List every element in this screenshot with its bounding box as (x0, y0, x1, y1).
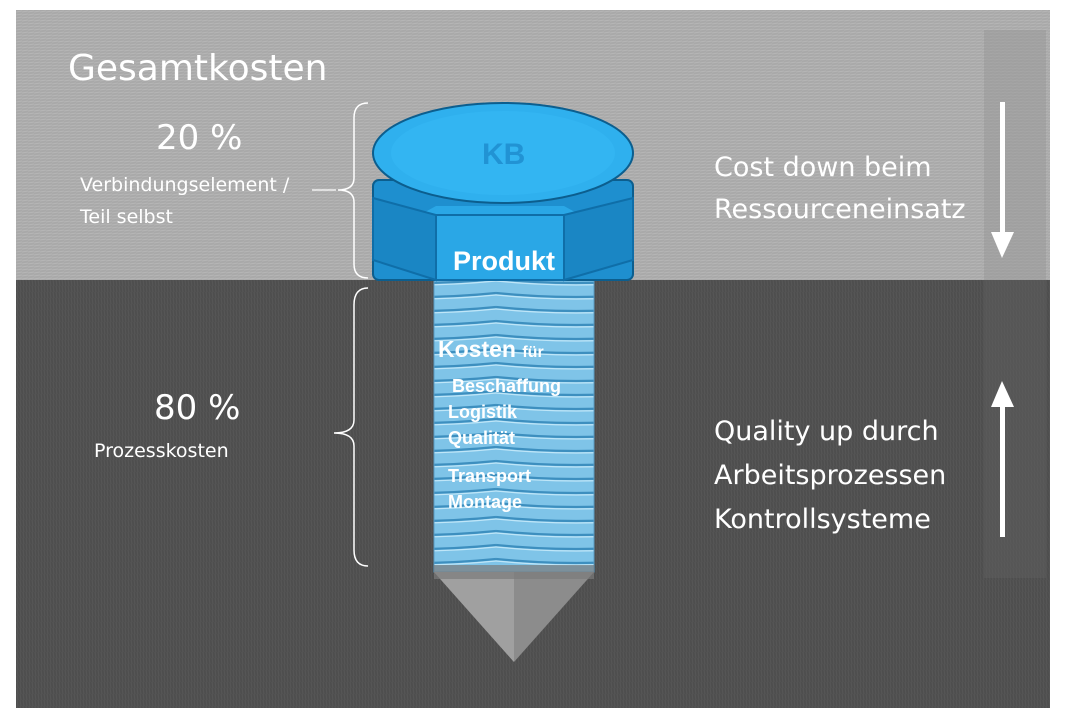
shaft-title-suffix: für (522, 344, 544, 361)
shaft-item: Beschaffung (452, 376, 562, 396)
bracket-lower (333, 287, 369, 567)
bracket-upper (337, 102, 369, 279)
right-panel-lower (984, 280, 1046, 578)
lower-label: Prozesskosten (94, 440, 229, 462)
diagram-canvas (16, 10, 1050, 708)
right-bottom-line3: Kontrollsysteme (714, 504, 931, 535)
shaft-item: Logistik (448, 402, 518, 422)
right-bottom-line2: Arbeitsprozessen (714, 460, 947, 491)
right-top-line2: Ressourceneinsatz (714, 194, 966, 225)
upper-label-line2: Teil selbst (80, 206, 173, 228)
shaft-item: Qualität (448, 428, 516, 448)
shaft-item: Montage (448, 492, 522, 512)
bolt-shaft (433, 271, 595, 573)
slide: Gesamtkosten 20 % Verbindungselement / T… (16, 10, 1050, 708)
shaft-title: Kosten für (438, 336, 544, 363)
shaft-title-main: Kosten (438, 336, 516, 362)
upper-label-line1: Verbindungselement / (80, 174, 290, 196)
right-panel-upper (984, 30, 1046, 280)
up-arrow-icon (991, 381, 1014, 537)
shaft-item: Transport (448, 466, 532, 486)
right-bottom-line1: Quality up durch (714, 416, 939, 447)
upper-percent: 20 % (156, 118, 243, 158)
page-title: Gesamtkosten (68, 48, 328, 89)
bolt-head (372, 102, 634, 282)
lower-percent: 80 % (154, 388, 241, 428)
right-top-line1: Cost down beim (714, 152, 932, 183)
head-watermark: KB (482, 138, 526, 171)
down-arrow-icon (991, 102, 1014, 258)
head-label: Produkt (453, 246, 556, 276)
